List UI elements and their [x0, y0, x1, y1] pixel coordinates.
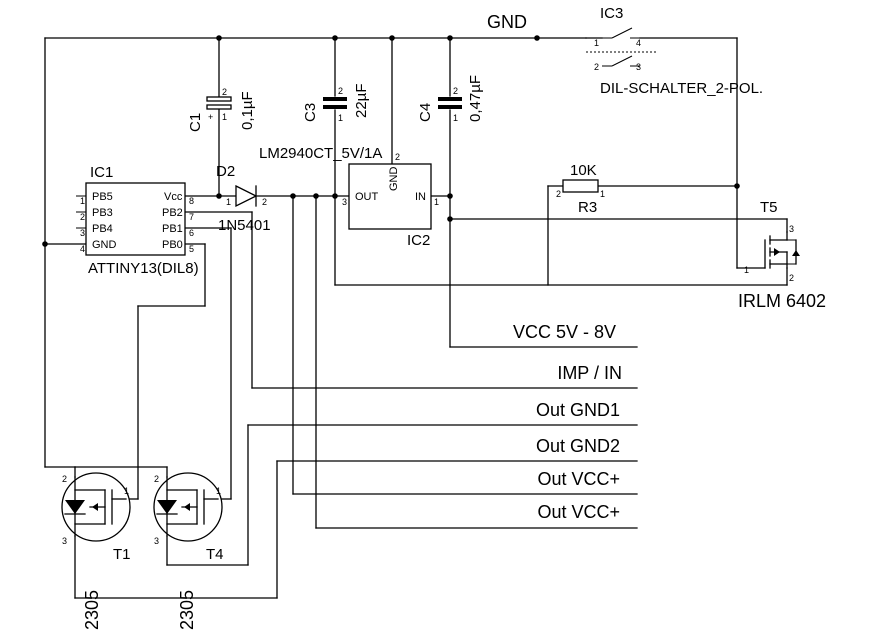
c3-ref: C3: [302, 103, 319, 122]
t4-ref: T4: [206, 546, 224, 563]
ic3-pin2: 2: [594, 62, 599, 72]
ic1-pin-gnd: GND: [92, 239, 117, 251]
d2-ref: D2: [216, 163, 235, 180]
r3-pin2: 2: [556, 189, 561, 199]
t4-pin2: 2: [154, 474, 159, 484]
connector-imp-in: IMP / IN: [557, 363, 622, 383]
t1-ref: T1: [113, 546, 131, 563]
ic1-pin-pb5: PB5: [92, 191, 113, 203]
capacitor-c1: + 2 1 C1 0,1µF: [187, 87, 256, 132]
c4-pin1: 1: [453, 113, 458, 123]
c4-pin2: 2: [453, 86, 458, 96]
r3-ref: R3: [578, 199, 597, 216]
r3-value: 10K: [570, 162, 597, 179]
t4-value: 2305: [177, 590, 197, 630]
ic2-out-label: OUT: [355, 191, 379, 203]
ic1-pin3: 3: [80, 228, 85, 238]
c1-value: 0,1µF: [239, 91, 256, 130]
ic2-pin2: 2: [395, 152, 400, 162]
ic2-pin3: 3: [342, 197, 347, 207]
ic1-ref: IC1: [90, 164, 113, 181]
ic1-pin-pb0: PB0: [162, 239, 183, 251]
ic1-pin5: 5: [189, 244, 194, 254]
connector-out-vcc-1: Out VCC+: [537, 469, 620, 489]
ic1-pin8: 8: [189, 196, 194, 206]
t1-pin1: 1: [124, 486, 129, 496]
ic1-pin-pb2: PB2: [162, 207, 183, 219]
ic2-gnd-label: GND: [388, 167, 400, 192]
connector-out-gnd2: Out GND2: [536, 436, 620, 456]
d2-value: 1N5401: [218, 217, 271, 234]
resistor-r3: 10K R3 2 1: [556, 162, 605, 216]
t5-ref: T5: [760, 199, 778, 216]
ic2-value: LM2940CT_5V/1A: [259, 145, 382, 162]
wires: [44, 37, 788, 599]
c1-ref: C1: [187, 113, 204, 132]
capacitor-c3: 2 1 C3 22µF: [302, 84, 370, 124]
mosfet-t1: 2 3 1 T1 2305: [61, 472, 131, 630]
t5-pin2: 2: [789, 273, 794, 283]
ic1-pin7: 7: [189, 212, 194, 222]
ic3-dip-switch: 1 2 4 3 IC3 DIL-SCHALTER_2-POL.: [586, 5, 763, 97]
d2-pin2: 2: [262, 197, 267, 207]
ic1-microcontroller: IC1 ATTINY13(DIL8) PB5 PB3 PB4 GND Vcc P…: [76, 164, 199, 277]
diode-d2: 1 2 D2 1N5401: [216, 163, 271, 234]
c1-plus: +: [208, 112, 213, 122]
connector-labels: VCC 5V - 8V IMP / IN Out GND1 Out GND2 O…: [513, 322, 622, 522]
mosfet-t4: 2 3 1 T4 2305: [153, 472, 224, 630]
r3-pin1: 1: [600, 189, 605, 199]
t5-pin1: 1: [744, 265, 749, 275]
ic3-ref: IC3: [600, 5, 623, 22]
c1-pin1: 1: [222, 112, 227, 122]
t1-pin2: 2: [62, 474, 67, 484]
ic1-pin1: 1: [80, 196, 85, 206]
ic3-pin1: 1: [594, 38, 599, 48]
t4-pin3: 3: [154, 536, 159, 546]
c1-pin2: 2: [222, 87, 227, 97]
t1-pin3: 3: [62, 536, 67, 546]
capacitor-c4: 2 1 C4 0,47µF: [417, 75, 484, 123]
connector-vcc-in: VCC 5V - 8V: [513, 322, 616, 342]
gnd-label: GND: [487, 12, 527, 32]
ic2-in-label: IN: [415, 191, 426, 203]
ic2-ref: IC2: [407, 232, 430, 249]
c3-value: 22µF: [353, 84, 370, 119]
junctions: [42, 35, 740, 247]
d2-pin1: 1: [226, 197, 231, 207]
ic1-pin-pb1: PB1: [162, 223, 183, 235]
c4-value: 0,47µF: [467, 75, 484, 122]
c3-pin1: 1: [338, 113, 343, 123]
ic2-regulator: LM2940CT_5V/1A IC2 OUT IN GND 3 2 1: [259, 145, 439, 249]
ic1-value: ATTINY13(DIL8): [88, 260, 199, 277]
t5-pin3: 3: [789, 224, 794, 234]
ic3-value: DIL-SCHALTER_2-POL.: [600, 80, 763, 97]
c3-pin2: 2: [338, 86, 343, 96]
c4-ref: C4: [417, 103, 434, 122]
ic1-pin-pb3: PB3: [92, 207, 113, 219]
ic2-pin1: 1: [434, 197, 439, 207]
ic1-pin-pb4: PB4: [92, 223, 113, 235]
ic1-pin-vcc: Vcc: [164, 191, 183, 203]
mosfet-t5: T5 IRLM 6402 1 3 2: [738, 199, 826, 311]
ic1-pin6: 6: [189, 228, 194, 238]
ic1-pin4: 4: [80, 244, 85, 254]
ic1-pin2: 2: [80, 212, 85, 222]
t5-value: IRLM 6402: [738, 291, 826, 311]
ic3-pin4: 4: [636, 38, 641, 48]
t4-pin1: 1: [216, 486, 221, 496]
ic3-pin3: 3: [636, 62, 641, 72]
connector-out-gnd1: Out GND1: [536, 400, 620, 420]
connector-out-vcc-2: Out VCC+: [537, 502, 620, 522]
t1-value: 2305: [82, 590, 102, 630]
